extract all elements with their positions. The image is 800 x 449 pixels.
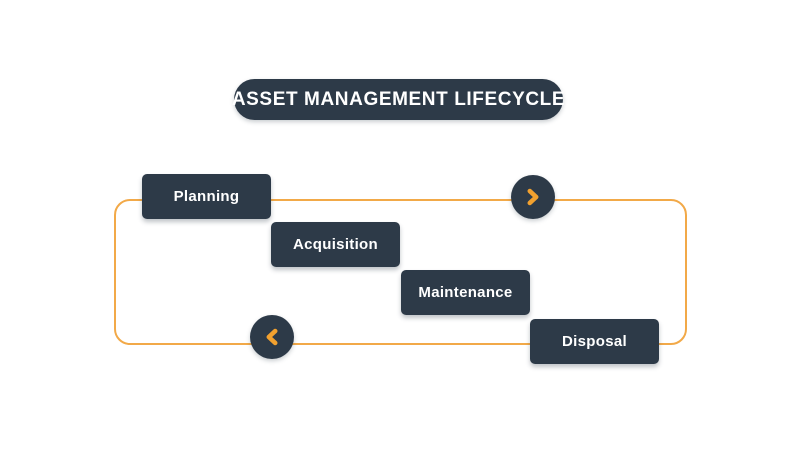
stage-label-acquisition: Acquisition xyxy=(293,236,378,253)
backward-nav-circle xyxy=(250,315,294,359)
forward-nav-circle xyxy=(511,175,555,219)
stage-label-maintenance: Maintenance xyxy=(418,284,513,301)
stage-box-acquisition: Acquisition xyxy=(271,222,400,267)
chevron-right-icon xyxy=(522,186,544,208)
stage-box-maintenance: Maintenance xyxy=(401,270,530,315)
chevron-left-icon xyxy=(261,326,283,348)
stage-box-disposal: Disposal xyxy=(530,319,659,364)
stage-label-disposal: Disposal xyxy=(562,333,627,350)
stage-label-planning: Planning xyxy=(173,188,240,205)
diagram-title-pill: ASSET MANAGEMENT LIFECYCLE xyxy=(231,79,566,120)
stage-box-planning: Planning xyxy=(142,174,271,219)
lifecycle-loop-track xyxy=(114,199,687,345)
diagram-title: ASSET MANAGEMENT LIFECYCLE xyxy=(231,88,566,110)
